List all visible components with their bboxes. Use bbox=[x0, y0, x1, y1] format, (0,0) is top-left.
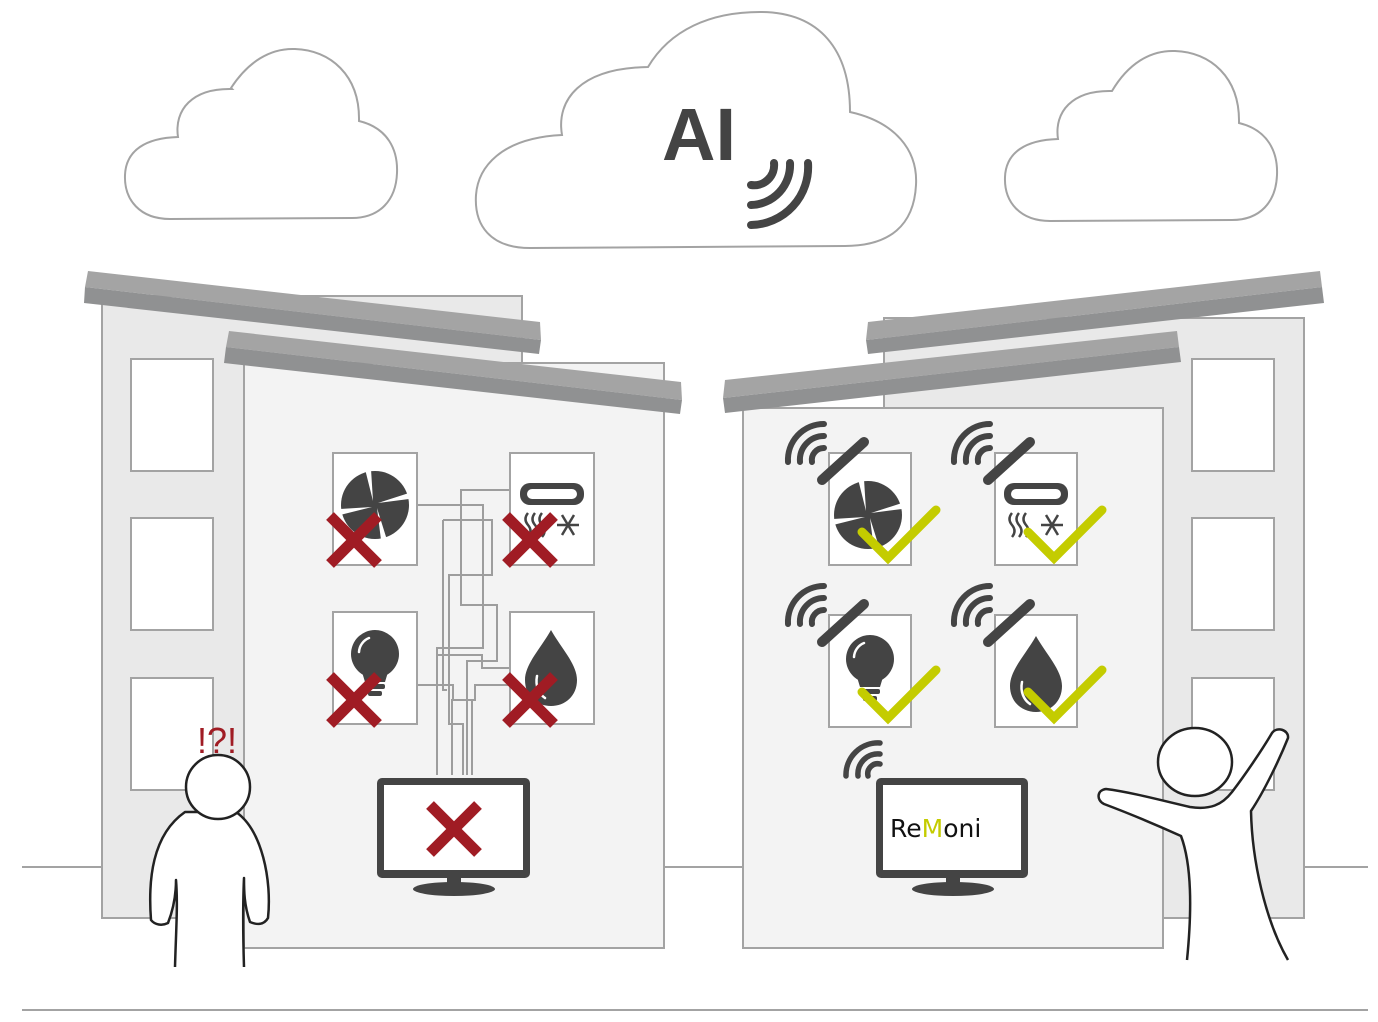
window bbox=[130, 517, 214, 631]
window bbox=[1191, 517, 1275, 631]
left-device-lighting bbox=[330, 611, 418, 724]
left-device-water bbox=[506, 611, 595, 724]
brand-logo: ReMoni bbox=[890, 814, 981, 843]
tangled-wiring bbox=[417, 489, 510, 775]
cloud-left bbox=[123, 47, 399, 221]
right-device-water bbox=[954, 586, 1102, 728]
monitor-wireless-icon bbox=[843, 740, 883, 779]
right-device-lighting bbox=[788, 586, 936, 728]
left-device-ventilation bbox=[330, 452, 418, 565]
cheering-person bbox=[1097, 726, 1290, 961]
right-device-climate bbox=[954, 424, 1102, 566]
left-device-climate bbox=[506, 452, 595, 565]
window bbox=[1191, 358, 1275, 472]
window bbox=[130, 358, 214, 472]
right-device-ventilation bbox=[788, 424, 936, 566]
left-monitor bbox=[377, 778, 530, 896]
cloud-right bbox=[1003, 49, 1279, 223]
ai-label: AI bbox=[662, 93, 736, 176]
wireless-signal-icon bbox=[747, 159, 813, 229]
exclamation-text: !?! bbox=[197, 720, 237, 761]
confused-person: !?! bbox=[148, 720, 271, 968]
right-monitor: ReMoni bbox=[843, 740, 1028, 896]
